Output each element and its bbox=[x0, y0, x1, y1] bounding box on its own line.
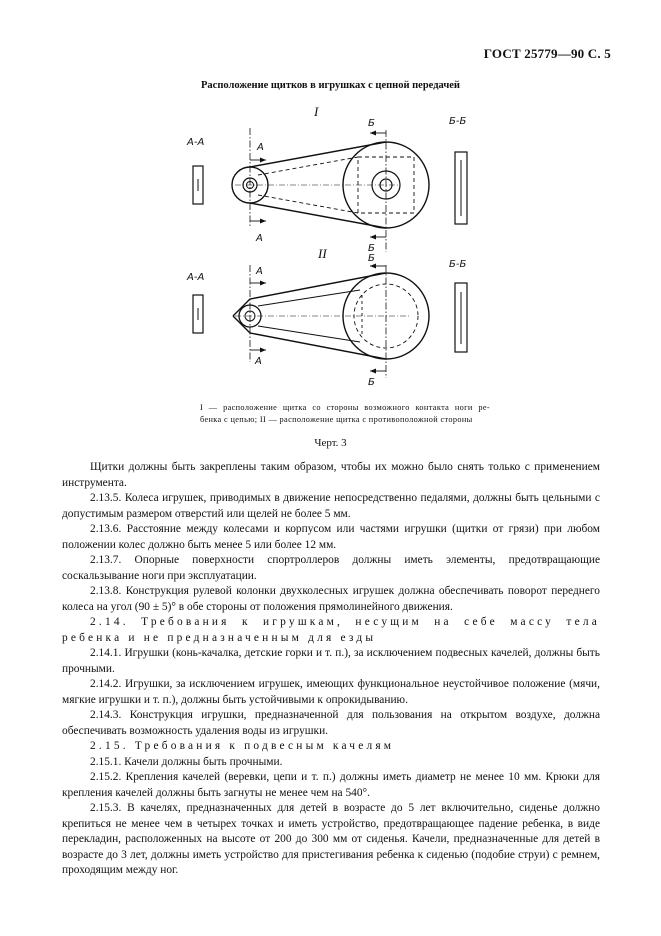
paragraph: Щитки должны быть закреплены таким образ… bbox=[62, 461, 600, 489]
figure-title: Расположение щитков в игрушках с цепной … bbox=[201, 80, 460, 91]
cut-b-label-2b: Б bbox=[368, 377, 375, 388]
section-bb-profile-1 bbox=[454, 151, 468, 225]
section-aa-label-2: А-А bbox=[186, 272, 204, 283]
section-bb-label-1: Б-Б bbox=[449, 116, 466, 127]
section-heading: 2.14. Требования к игрушкам, несущим на … bbox=[62, 616, 600, 644]
cut-b-label-2a: Б bbox=[368, 253, 375, 264]
paragraph: 2.15.3. В качелях, предназначенных для д… bbox=[62, 802, 600, 876]
cut-b-label-1b: Б bbox=[368, 243, 375, 254]
standard-reference-header: ГОСТ 25779—90 С. 5 bbox=[483, 46, 611, 61]
section-aa-profile-2 bbox=[192, 294, 204, 334]
view-1-label: I bbox=[313, 104, 319, 119]
paragraph: 2.14.2. Игрушки, за исключением игрушек,… bbox=[62, 678, 600, 706]
paragraph: 2.13.8. Конструкция рулевой колонки двух… bbox=[62, 585, 600, 613]
cut-a-label-2b: А bbox=[254, 356, 262, 367]
caption-line-1: I — расположение щитка со стороны возмож… bbox=[200, 403, 490, 412]
cut-a-label-2a: А bbox=[255, 266, 263, 277]
paragraph: 2.15.1. Качели должны быть прочными. bbox=[90, 755, 283, 768]
cut-a-label-1b: А bbox=[255, 233, 263, 244]
paragraph: 2.13.5. Колеса игрушек, приводимых в дви… bbox=[62, 492, 600, 520]
paragraph: 2.15.2. Крепления качелей (веревки, цепи… bbox=[62, 771, 600, 799]
paragraph: 2.14.1. Игрушки (конь-качалка, детские г… bbox=[62, 647, 600, 675]
figure-caption: I — расположение щитка со стороны возмож… bbox=[200, 402, 490, 425]
section-aa-label-1: А-А bbox=[186, 137, 204, 148]
view-2-label: II bbox=[317, 246, 327, 261]
paragraph: 2.13.7. Опорные поверхности спортроллеро… bbox=[62, 554, 600, 582]
figure-number: Черт. 3 bbox=[314, 437, 347, 449]
body-text: Щитки должны быть закреплены таким образ… bbox=[62, 460, 600, 879]
cut-b-label-1a: Б bbox=[368, 118, 375, 129]
section-aa-profile-1 bbox=[192, 165, 204, 205]
paragraph: 2.14.3. Конструкция игрушки, предназначе… bbox=[62, 709, 600, 737]
section-bb-label-2: Б-Б bbox=[449, 259, 466, 270]
section-heading: 2.15. Требования к подвесным качелям bbox=[90, 740, 395, 752]
caption-line-2: бенка с цепью; II — расположение щитка с… bbox=[200, 414, 473, 424]
chain-guard-drawing: I А-А А А Б Б Б- bbox=[186, 104, 468, 388]
section-bb-profile-2 bbox=[454, 282, 468, 353]
cut-a-label-1a: А bbox=[256, 142, 264, 153]
paragraph: 2.13.6. Расстояние между колесами и корп… bbox=[62, 523, 600, 551]
